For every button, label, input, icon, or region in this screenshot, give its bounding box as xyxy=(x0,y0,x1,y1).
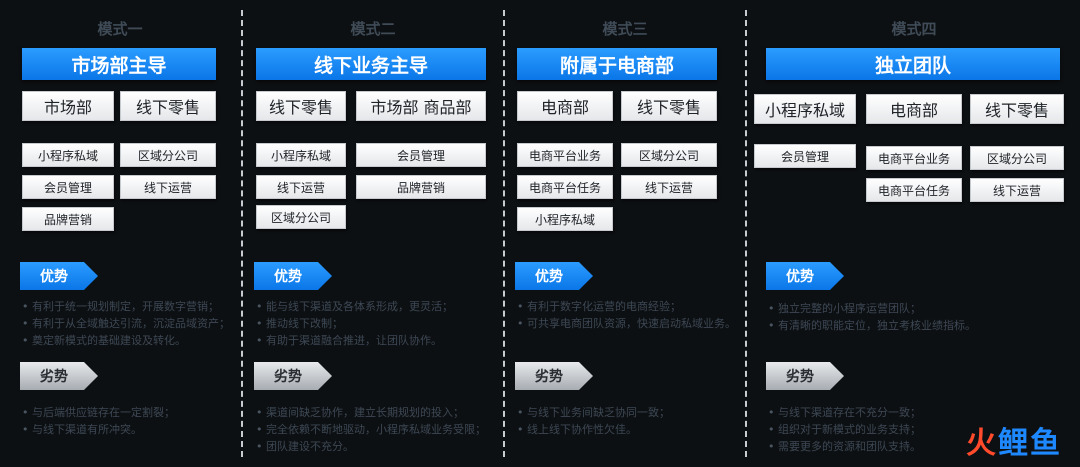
divider-2 xyxy=(503,10,505,457)
mode-header: 独立团队 xyxy=(766,48,1060,80)
disadvantage-item: 团队建设不充分。 xyxy=(256,438,501,455)
mode-header: 市场部主导 xyxy=(22,48,216,80)
disadvantage-item: 组织对于新模式的业务支持； xyxy=(768,421,928,438)
disadvantage-tag: 劣势 xyxy=(515,362,593,390)
disadvantage-list: 与线下渠道存在不充分一致； 组织对于新模式的业务支持； 需要更多的资源和团队支持… xyxy=(768,404,928,455)
function-box: 会员管理 xyxy=(356,143,486,167)
dept-box: 电商部 xyxy=(517,91,613,121)
dept-box: 线下零售 xyxy=(256,91,346,121)
advantage-tag: 优势 xyxy=(20,262,98,290)
advantage-tag: 优势 xyxy=(766,262,844,290)
function-box: 线下运营 xyxy=(120,175,216,199)
disadvantage-item: 完全依赖不断地驱动，小程序私域业务受限； xyxy=(256,421,501,438)
advantage-item: 可共享电商团队资源，快速启动私域业务。 xyxy=(517,315,749,332)
advantage-list: 有利于数字化运营的电商经验； 可共享电商团队资源，快速启动私域业务。 xyxy=(517,298,749,332)
disadvantage-item: 需要更多的资源和团队支持。 xyxy=(768,438,928,455)
disadvantage-item: 与线下业务间缺乏协同一致； xyxy=(517,404,749,421)
advantage-list: 独立完整的小程序运营团队； 有清晰的职能定位，独立考核业绩指标。 xyxy=(768,300,1068,334)
advantage-item: 独立完整的小程序运营团队； xyxy=(768,300,1068,317)
disadvantage-list: 与后端供应链存在一定割裂； 与线下渠道有所冲突。 xyxy=(22,404,237,438)
brand-logo: 火 鲤 鱼 xyxy=(966,427,1060,461)
mode-panel-4: 模式四 独立团队 小程序私域 电商部 线下零售 会员管理 电商平台业务 区域分公… xyxy=(748,0,1080,467)
disadvantage-list: 与线下业务间缺乏协同一致； 线上线下协作性欠佳。 xyxy=(517,404,749,438)
disadvantage-tag: 劣势 xyxy=(766,362,844,390)
logo-char: 鱼 xyxy=(1030,426,1060,461)
function-box: 品牌营销 xyxy=(22,207,114,231)
advantage-item: 奠定新模式的基础建设及转化。 xyxy=(22,332,237,349)
disadvantage-list: 渠道间缺乏协作，建立长期规划的投入； 完全依赖不断地驱动，小程序私域业务受限； … xyxy=(256,404,501,455)
function-box: 电商平台任务 xyxy=(517,175,613,199)
mode-panel-3: 模式三 附属于电商部 电商部 线下零售 电商平台业务 区域分公司 电商平台任务 … xyxy=(506,0,744,467)
function-box: 线下运营 xyxy=(256,175,346,199)
dept-box: 市场部 商品部 xyxy=(356,91,486,121)
disadvantage-tag: 劣势 xyxy=(254,362,332,390)
dept-box: 线下零售 xyxy=(970,94,1064,124)
advantage-item: 推动线下改制； xyxy=(256,315,501,332)
disadvantage-item: 线上线下协作性欠佳。 xyxy=(517,421,749,438)
disadvantage-item: 与线下渠道有所冲突。 xyxy=(22,421,237,438)
advantage-list: 有利于统一规划制定，开展数字营销； 有利于从全域触达引流，沉淀品域资产； 奠定新… xyxy=(22,298,237,349)
dept-box: 市场部 xyxy=(22,91,114,121)
advantage-list: 能与线下渠道及各体系形成，更灵活； 推动线下改制； 有助于渠道融合推进，让团队协… xyxy=(256,298,501,349)
advantage-tag: 优势 xyxy=(515,262,593,290)
logo-char: 鲤 xyxy=(998,426,1028,461)
dept-box: 线下零售 xyxy=(120,91,216,121)
function-box: 线下运营 xyxy=(621,175,717,199)
mode-title: 模式四 xyxy=(891,20,937,38)
dept-box: 线下零售 xyxy=(621,91,717,121)
function-box: 区域分公司 xyxy=(621,143,717,167)
disadvantage-item: 渠道间缺乏协作，建立长期规划的投入； xyxy=(256,404,501,421)
logo-char: 火 xyxy=(966,426,996,461)
mode-header: 线下业务主导 xyxy=(256,48,486,80)
divider-3 xyxy=(745,10,747,457)
function-box: 会员管理 xyxy=(22,175,114,199)
function-box: 品牌营销 xyxy=(356,175,486,199)
function-box: 电商平台任务 xyxy=(866,178,962,202)
advantage-item: 有利于统一规划制定，开展数字营销； xyxy=(22,298,237,315)
function-box: 区域分公司 xyxy=(120,143,216,167)
advantage-item: 有利于从全域触达引流，沉淀品域资产； xyxy=(22,315,237,332)
mode-title: 模式二 xyxy=(350,20,396,38)
mode-panel-1: 模式一 市场部主导 市场部 线下零售 小程序私域 区域分公司 会员管理 线下运营… xyxy=(0,0,240,467)
disadvantage-tag: 劣势 xyxy=(20,362,98,390)
advantage-item: 有利于数字化运营的电商经验； xyxy=(517,298,749,315)
function-box: 小程序私域 xyxy=(22,143,114,167)
function-box: 区域分公司 xyxy=(256,205,346,229)
advantage-tag: 优势 xyxy=(254,262,332,290)
dept-box: 小程序私域 xyxy=(754,94,856,124)
disadvantage-item: 与后端供应链存在一定割裂； xyxy=(22,404,237,421)
dept-box: 电商部 xyxy=(866,94,962,124)
function-box: 会员管理 xyxy=(754,144,856,168)
advantage-item: 有清晰的职能定位，独立考核业绩指标。 xyxy=(768,317,1068,334)
function-box: 小程序私域 xyxy=(256,143,346,167)
advantage-item: 有助于渠道融合推进，让团队协作。 xyxy=(256,332,501,349)
mode-title: 模式三 xyxy=(602,20,648,38)
disadvantage-item: 与线下渠道存在不充分一致； xyxy=(768,404,928,421)
function-box: 区域分公司 xyxy=(970,146,1064,170)
advantage-item: 能与线下渠道及各体系形成，更灵活； xyxy=(256,298,501,315)
function-box: 电商平台业务 xyxy=(866,146,962,170)
mode-title: 模式一 xyxy=(97,20,143,38)
divider-1 xyxy=(241,10,243,457)
function-box: 线下运营 xyxy=(970,178,1064,202)
function-box: 电商平台业务 xyxy=(517,143,613,167)
mode-panel-2: 模式二 线下业务主导 线下零售 市场部 商品部 小程序私域 会员管理 线下运营 … xyxy=(244,0,502,467)
function-box: 小程序私域 xyxy=(517,207,613,231)
mode-header: 附属于电商部 xyxy=(517,48,717,80)
